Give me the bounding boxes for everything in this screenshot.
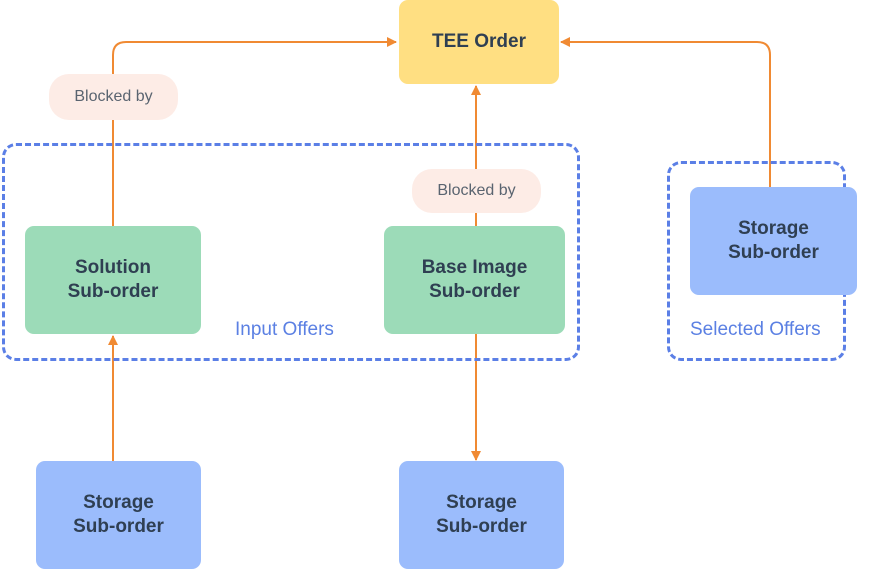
solution-suborder-line1: Solution bbox=[75, 257, 151, 278]
base-image-suborder-line1: Base Image bbox=[421, 257, 528, 278]
storage-suborder-mid-node: Storage Sub-order bbox=[399, 461, 564, 569]
storage-suborder-selected-line1: Storage bbox=[738, 218, 809, 239]
input-offers-label: Input Offers bbox=[235, 319, 334, 340]
storage-suborder-left-line1: Storage bbox=[83, 492, 154, 513]
storage-suborder-mid-line2: Sub-order bbox=[436, 516, 527, 537]
input-offers-group bbox=[2, 143, 580, 361]
solution-suborder-node: Solution Sub-order bbox=[25, 226, 201, 334]
storage-suborder-left-node: Storage Sub-order bbox=[36, 461, 201, 569]
storage-suborder-selected-line2: Sub-order bbox=[728, 242, 819, 263]
blocked-by-middle-label: Blocked by bbox=[412, 169, 541, 213]
base-image-suborder-node: Base Image Sub-order bbox=[384, 226, 565, 334]
storage-suborder-mid-line1: Storage bbox=[446, 492, 517, 513]
storage-suborder-left-line2: Sub-order bbox=[73, 516, 164, 537]
edge-solution-to-tee-order bbox=[112, 37, 397, 226]
base-image-suborder-line2: Sub-order bbox=[429, 281, 520, 302]
edge-storage-selected-to-tee-order bbox=[560, 37, 771, 187]
tee-order-label: TEE Order bbox=[432, 31, 526, 52]
selected-offers-label: Selected Offers bbox=[690, 319, 821, 340]
storage-suborder-selected-node: Storage Sub-order bbox=[690, 187, 857, 295]
solution-suborder-line2: Sub-order bbox=[67, 281, 159, 302]
blocked-by-left-label: Blocked by bbox=[49, 74, 178, 120]
tee-order-node: TEE Order bbox=[399, 0, 559, 84]
